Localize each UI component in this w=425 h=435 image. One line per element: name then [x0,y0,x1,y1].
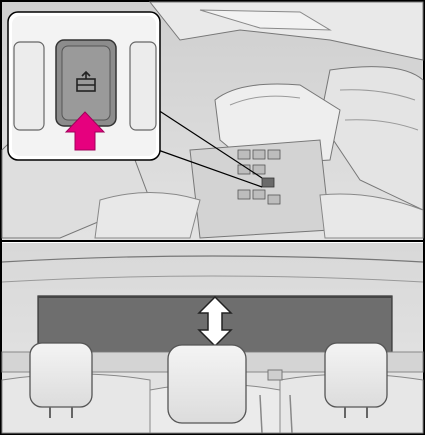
switch-callout-inset [8,12,160,160]
highlighted-switch [262,178,274,187]
headrest-right [325,343,387,407]
bottom-panel-sunshade-scene [2,243,423,433]
headrest-left [30,343,92,407]
headrest-center [168,345,246,423]
